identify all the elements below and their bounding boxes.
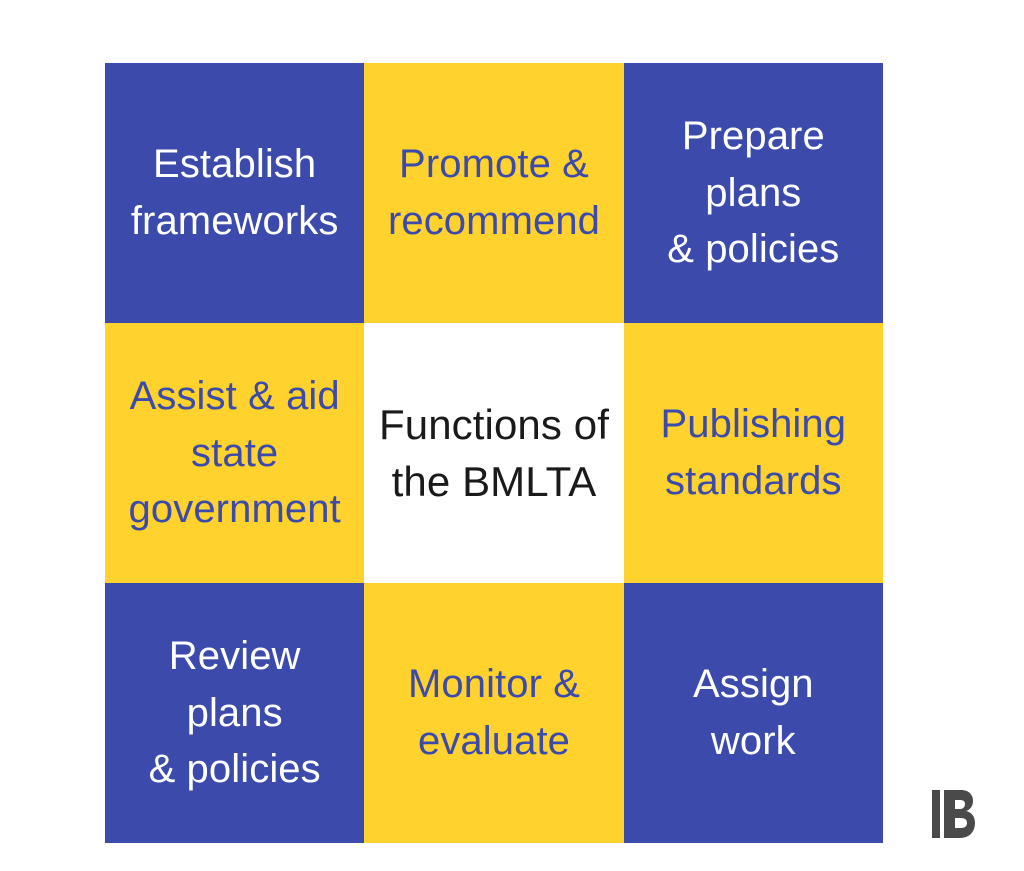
matrix-cell-promote-recommend: Promote & recommend [364, 63, 624, 323]
matrix-cell-establish-frameworks: Establish frameworks [105, 63, 365, 323]
matrix-cell-label: Review plans & policies [148, 633, 321, 792]
matrix-cell-monitor-evaluate: Monitor & evaluate [364, 583, 624, 843]
matrix-cell-label: Monitor & evaluate [407, 662, 581, 763]
matrix-cell-assist-aid-state-government: Assist & aid state government [105, 323, 365, 583]
matrix-cell-label: Assist & aid state government [128, 373, 341, 532]
matrix-cell-center-title: Functions of the BMLTA [364, 323, 624, 583]
brand-logo-icon [931, 789, 977, 839]
matrix-cell-label: Publishing standards [660, 402, 847, 503]
functions-matrix-grid: Establish frameworks Promote & recommend… [105, 63, 883, 843]
matrix-cell-assign-work: Assign work [623, 583, 883, 843]
matrix-cell-label: Establish frameworks [130, 142, 339, 243]
center-title-label: Functions of the BMLTA [378, 400, 609, 505]
matrix-cell-label: Promote & recommend [387, 142, 601, 243]
matrix-cell-prepare-plans-policies: Prepare plans & policies [623, 63, 883, 323]
matrix-cell-publishing-standards: Publishing standards [623, 323, 883, 583]
matrix-cell-review-plans-policies: Review plans & policies [105, 583, 365, 843]
matrix-cell-label: Prepare plans & policies [667, 113, 840, 272]
matrix-cell-label: Assign work [692, 662, 814, 763]
